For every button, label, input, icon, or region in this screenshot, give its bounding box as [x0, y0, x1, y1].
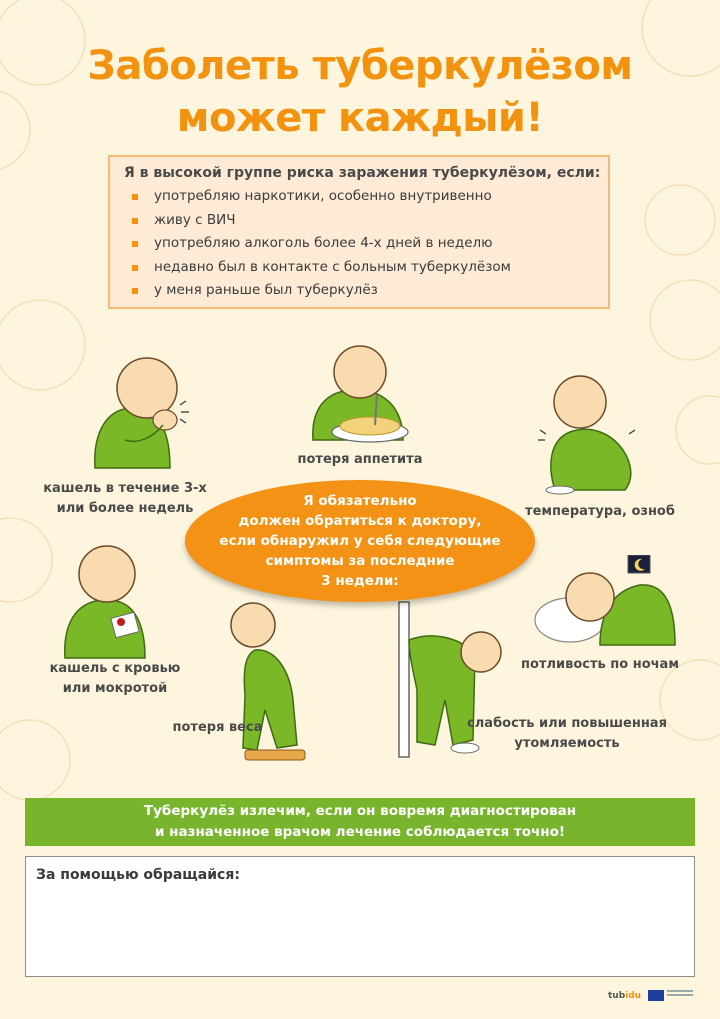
risk-item: употребляю алкоголь более 4-х дней в нед… — [124, 232, 598, 256]
symptom-blood-line: или мокротой — [62, 681, 168, 696]
callout-line: если обнаружил у себя следующие — [219, 533, 501, 549]
risk-item-text: живу с ВИЧ — [154, 211, 236, 228]
blood-cough-man-illustration — [64, 545, 146, 659]
bullet-icon — [132, 241, 138, 247]
eating-man-illustration — [312, 345, 409, 443]
contact-box: За помощью обращайся: — [25, 856, 695, 977]
logo-part: idu — [625, 991, 642, 1001]
symptom-sweat: потливость по ночам — [521, 657, 679, 672]
risk-group-box: Я в высокой группе риска заражения тубер… — [108, 155, 610, 309]
bullet-icon — [132, 194, 138, 200]
risk-item: у меня раньше был туберкулёз — [124, 279, 598, 303]
shivering-man-illustration — [538, 375, 636, 495]
callout-line: должен обратиться к доктору, — [238, 513, 482, 529]
title-line-1: Заболеть туберкулёзом — [87, 43, 633, 89]
contact-label: За помощью обращайся: — [36, 867, 240, 883]
eu-caption-graphic — [667, 990, 693, 1001]
symptom-weakness-line: слабость или повышенная — [467, 716, 667, 731]
risk-item-text: употребляю наркотики, особенно внутривен… — [154, 188, 492, 204]
scale-man-illustration — [230, 602, 306, 761]
symptom-cough: кашель в течение 3-х или более недель — [25, 479, 225, 519]
title-line-2: может каждый! — [176, 95, 544, 141]
risk-item: недавно был в контакте с больным туберку… — [124, 256, 598, 280]
symptom-blood: кашель с кровью или мокротой — [25, 659, 205, 699]
risk-item: живу с ВИЧ — [124, 209, 598, 233]
symptom-blood-line: кашель с кровью — [49, 661, 181, 676]
banner-line: и назначенное врачом лечение соблюдается… — [155, 824, 565, 840]
bullet-icon — [132, 288, 138, 294]
symptom-weight: потеря веса — [172, 720, 263, 735]
symptom-appetite: потеря аппетита — [297, 452, 423, 467]
callout-line: 3 недели: — [321, 573, 399, 589]
footer-logos: tubidu — [602, 988, 696, 1008]
page-title: Заболеть туберкулёзом может каждый! — [0, 40, 720, 144]
logo-part: tub — [608, 991, 626, 1001]
risk-item-text: у меня раньше был туберкулёз — [154, 282, 378, 298]
coughing-man-illustration — [94, 357, 189, 469]
symptom-weakness-line: утомляемость — [514, 736, 620, 751]
weak-man-illustration — [398, 601, 502, 758]
sleeping-man-illustration — [534, 555, 676, 646]
doctor-callout: Я обязательно должен обратиться к доктор… — [185, 480, 535, 602]
callout-line: Я обязательно — [303, 493, 417, 509]
symptom-fever: температура, озноб — [525, 504, 675, 519]
risk-list: употребляю наркотики, особенно внутривен… — [124, 185, 598, 303]
symptom-weakness: слабость или повышенная утомляемость — [462, 714, 672, 754]
bullet-icon — [132, 217, 138, 224]
symptom-cough-line: или более недель — [56, 501, 194, 516]
bullet-icon — [132, 264, 138, 271]
risk-heading: Я в высокой группе риска заражения тубер… — [124, 165, 601, 181]
banner-line: Туберкулёз излечим, если он вовремя диаг… — [143, 803, 577, 819]
tubidu-logo: tubidu — [608, 991, 641, 1001]
risk-item: употребляю наркотики, особенно внутривен… — [124, 185, 598, 209]
risk-item-text: употребляю алкоголь более 4-х дней в нед… — [154, 235, 493, 251]
symptom-cough-line: кашель в течение 3-х — [43, 481, 207, 496]
eu-flag-icon — [648, 990, 664, 1001]
risk-item-text: недавно был в контакте с больным туберку… — [154, 258, 511, 275]
callout-line: симптомы за последние — [265, 553, 455, 569]
curable-banner: Туберкулёз излечим, если он вовремя диаг… — [25, 798, 695, 846]
